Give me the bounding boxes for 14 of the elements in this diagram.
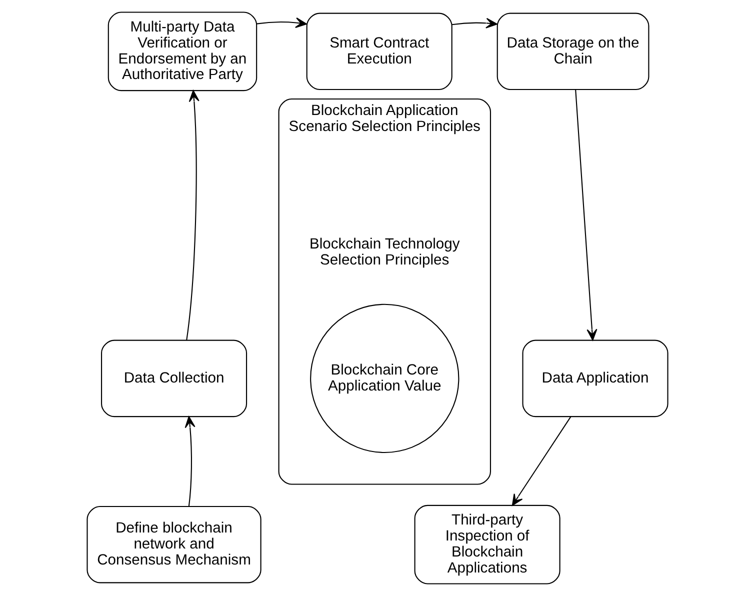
arrow [512,416,572,506]
arrow [575,90,598,341]
node-box: Define blockchain network and Consensus Mechanism [86,506,262,584]
node-box: Third-party Inspection of Blockchain Applications [414,504,560,584]
node-box: Multi-party Data Verification or Endorsement by an Authoritative Party [108,12,258,92]
node-box: Data Storage on the Chain [496,12,650,90]
node-circle: Blockchain Core Application Value [310,304,460,454]
node-box: Data Collection [101,340,248,418]
arrow [184,416,196,507]
arrow [186,90,200,340]
node-box: Data Application [522,340,668,418]
node-box: Smart Contract Execution [306,12,452,90]
arrow [256,17,308,28]
arrow [452,18,498,28]
